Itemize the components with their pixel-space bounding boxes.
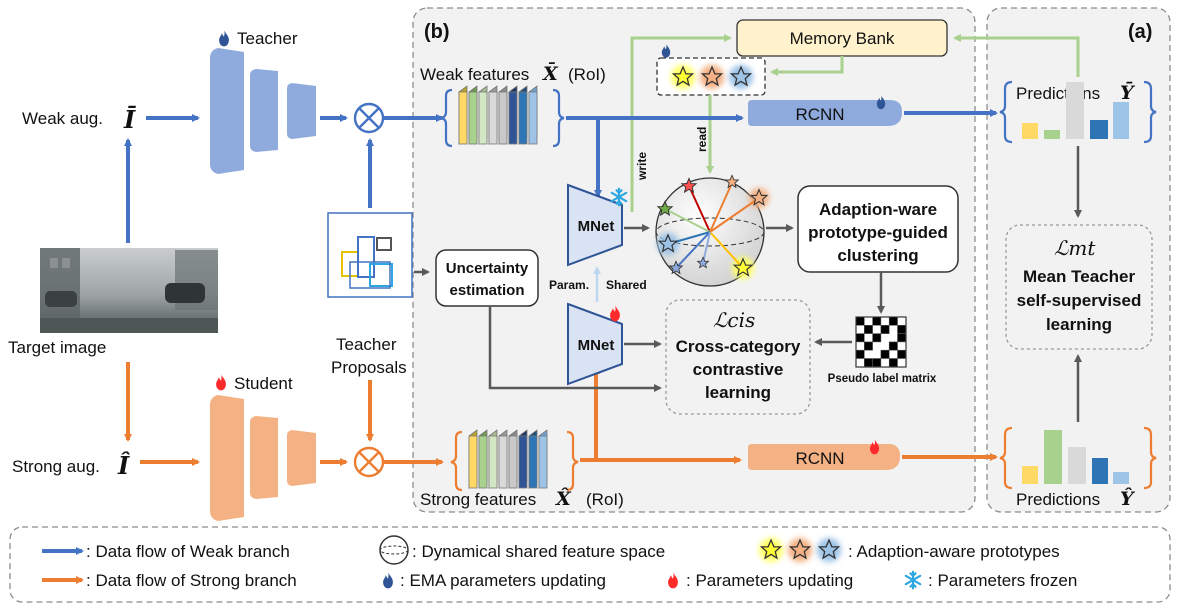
mt-label-3: learning <box>1046 315 1112 334</box>
predictions-strong-label: Predictions <box>1016 490 1100 509</box>
weak-feature-stack <box>440 85 565 148</box>
mnet-top <box>567 183 623 267</box>
strong-feature-stack <box>450 429 579 492</box>
rcnn-weak-label: RCNN <box>795 105 844 124</box>
teacher-proposals-line1: Teacher <box>336 335 397 354</box>
strong-aug-label: Strong aug. <box>12 457 100 476</box>
legend-prototypes: : Adaption-aware prototypes <box>848 542 1060 561</box>
legend-ema: : EMA parameters updating <box>400 571 606 590</box>
uncertainty-label-1: Uncertainty <box>446 260 529 277</box>
rcnn-strong-label: RCNN <box>795 449 844 468</box>
legend-frozen: : Parameters frozen <box>928 571 1077 590</box>
write-arrow <box>630 34 732 212</box>
loss-cis-label: ℒcis <box>713 308 755 332</box>
weak-input-symbol: Ī <box>123 105 136 134</box>
adaption-label-3: clustering <box>837 246 918 265</box>
rcnn-weak-box <box>748 100 902 126</box>
teacher-flame-icon <box>219 29 229 47</box>
mnet-top-label: MNet <box>578 218 615 235</box>
prototype-stars <box>671 65 753 89</box>
pseudo-label-matrix <box>855 316 907 368</box>
otimes-icon-weak <box>353 102 385 134</box>
weak-features-symbol: X̄ <box>542 63 559 85</box>
mt-box <box>1005 224 1153 350</box>
param-shared-label-2: Shared <box>606 278 647 292</box>
weak-aug-label: Weak aug. <box>22 109 103 128</box>
student-flame-icon <box>216 373 226 391</box>
target-image-label: Target image <box>8 338 106 357</box>
panel-a-label: (a) <box>1128 21 1152 43</box>
cis-box <box>665 299 811 415</box>
panel-b-label: (b) <box>424 21 450 43</box>
mt-label-2: self-supervised <box>1017 291 1142 310</box>
predictions-strong-chart <box>999 426 1157 490</box>
predictions-weak-label: Predictions <box>1016 84 1100 103</box>
legend-weak-flow: : Data flow of Weak branch <box>86 542 290 561</box>
uncertainty-box <box>435 249 539 307</box>
strong-input-symbol: Î <box>117 451 130 480</box>
legend-box <box>9 526 1171 603</box>
adaption-box <box>797 185 959 273</box>
predictions-weak-symbol: Ȳ <box>1120 82 1136 104</box>
predictions-strong-symbol: Ŷ <box>1120 487 1136 510</box>
cis-label-1: Cross-category <box>676 337 801 356</box>
teacher-proposals-image <box>327 212 413 298</box>
uncertainty-label-2: estimation <box>449 282 524 299</box>
adaption-label-2: prototype-guided <box>808 223 948 242</box>
target-image <box>40 248 218 333</box>
teacher-network <box>210 48 316 174</box>
student-label: Student <box>234 374 293 393</box>
sphere-icon <box>379 535 409 565</box>
predictions-weak-chart <box>999 80 1157 144</box>
legend-strong-flow: : Data flow of Strong branch <box>86 571 297 590</box>
student-network <box>210 395 316 521</box>
cis-label-3: learning <box>705 383 771 402</box>
strong-features-symbol: X̂ <box>555 488 572 510</box>
rcnn-strong-box <box>748 444 900 470</box>
mt-label-1: Mean Teacher <box>1023 267 1136 286</box>
read-label: read <box>695 127 709 152</box>
cis-label-2: contrastive <box>693 360 784 379</box>
memory-bank-label: Memory Bank <box>790 29 895 48</box>
strong-features-label: Strong features <box>420 490 536 509</box>
otimes-icon-strong <box>353 446 385 478</box>
teacher-label: Teacher <box>237 29 298 48</box>
adaption-label-1: Adaption-ware <box>819 200 937 219</box>
legend-prototype-stars <box>759 538 841 562</box>
loss-mt-label: ℒmt <box>1054 236 1096 260</box>
strong-features-roi: (RoI) <box>586 490 624 509</box>
legend-param-update: : Parameters updating <box>686 571 853 590</box>
param-shared-label-1: Param. <box>549 278 589 292</box>
weak-features-roi: (RoI) <box>568 65 606 84</box>
write-label: write <box>635 152 649 181</box>
pseudo-label-matrix-label: Pseudo label matrix <box>828 373 937 385</box>
mnet-bottom <box>567 302 623 386</box>
weak-features-label: Weak features <box>420 65 529 84</box>
mnet-bottom-label: MNet <box>578 337 615 354</box>
sphere-icon-main <box>655 174 769 287</box>
legend-feature-space: : Dynamical shared feature space <box>412 542 665 561</box>
teacher-proposals-line2: Proposals <box>331 358 407 377</box>
